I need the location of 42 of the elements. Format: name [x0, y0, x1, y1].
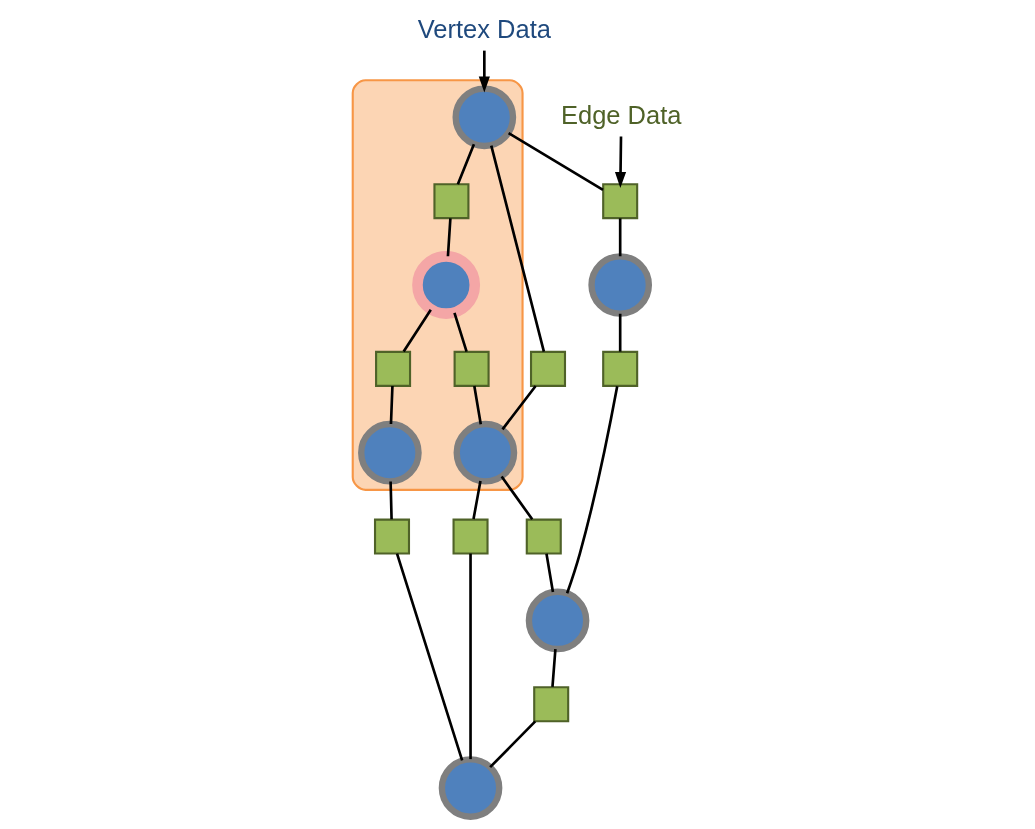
connector [618, 313, 622, 352]
node-text: Edge Data [561, 100, 682, 129]
connector [501, 385, 537, 431]
node-box [452, 518, 489, 555]
node-box [373, 518, 411, 555]
connector [489, 720, 537, 769]
node-circle [412, 251, 481, 319]
connector [389, 386, 394, 424]
node-box [525, 518, 562, 555]
node-box [453, 350, 490, 387]
connector [469, 553, 472, 760]
connector [395, 553, 464, 761]
node-box [533, 686, 570, 723]
node-circle [452, 85, 517, 150]
node-box [375, 350, 412, 387]
node-box [529, 350, 567, 387]
connector [473, 385, 483, 425]
arrow [478, 50, 490, 93]
connector [565, 386, 619, 594]
node-circle [525, 588, 590, 653]
arrow [614, 136, 627, 188]
node-box [602, 183, 639, 220]
connector [490, 145, 546, 352]
connector [545, 553, 555, 593]
connector [551, 649, 557, 688]
node-box [433, 183, 470, 220]
connector [446, 218, 452, 257]
connector [618, 218, 622, 257]
cluster [351, 79, 524, 491]
node-box [602, 350, 639, 387]
connector [507, 131, 604, 191]
connector [389, 481, 393, 520]
connector [500, 475, 534, 521]
connector [402, 309, 432, 353]
connector [453, 312, 468, 353]
connector [456, 143, 476, 185]
node-circle [438, 756, 503, 820]
node-text: Vertex Data [417, 14, 551, 43]
node-circle [358, 420, 422, 485]
connector [472, 480, 482, 520]
node-circle [588, 253, 652, 317]
node-circle [453, 420, 518, 485]
